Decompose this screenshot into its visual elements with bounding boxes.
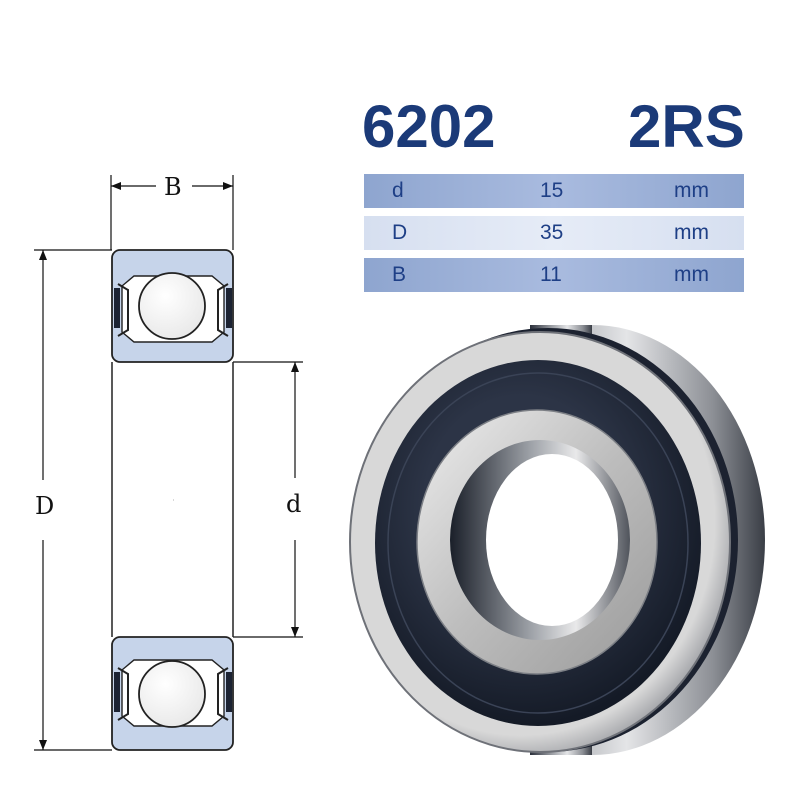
spec-unit: mm xyxy=(674,263,709,286)
bearing-section-top xyxy=(111,249,234,363)
spec-unit: mm xyxy=(674,221,709,244)
spec-row-width: B 11 mm xyxy=(364,258,744,292)
spec-value: 15 xyxy=(540,179,564,202)
spec-symbol: d xyxy=(392,179,404,202)
spec-value: 11 xyxy=(540,263,562,286)
spec-symbol: B xyxy=(392,263,407,286)
bearing-section-bottom xyxy=(111,636,234,751)
seal-lip xyxy=(387,372,689,714)
spec-row-outer-diameter: D 35 mm xyxy=(364,216,744,250)
spec-unit: mm xyxy=(674,179,709,202)
label-bore-diameter: d xyxy=(286,490,302,518)
seal-type: 2RS xyxy=(628,93,745,160)
spec-table: d 15 mm D 35 mm B 11 mm xyxy=(364,174,744,300)
spec-row-bore: d 15 mm xyxy=(364,174,744,208)
ball xyxy=(138,272,206,340)
spec-value: 35 xyxy=(540,221,564,244)
spec-symbol: D xyxy=(392,221,408,244)
label-width-b: B xyxy=(164,173,182,201)
model-number: 6202 xyxy=(362,93,496,160)
bore-opening xyxy=(486,454,618,626)
label-outer-diameter: D xyxy=(35,492,55,520)
ball xyxy=(138,660,206,728)
